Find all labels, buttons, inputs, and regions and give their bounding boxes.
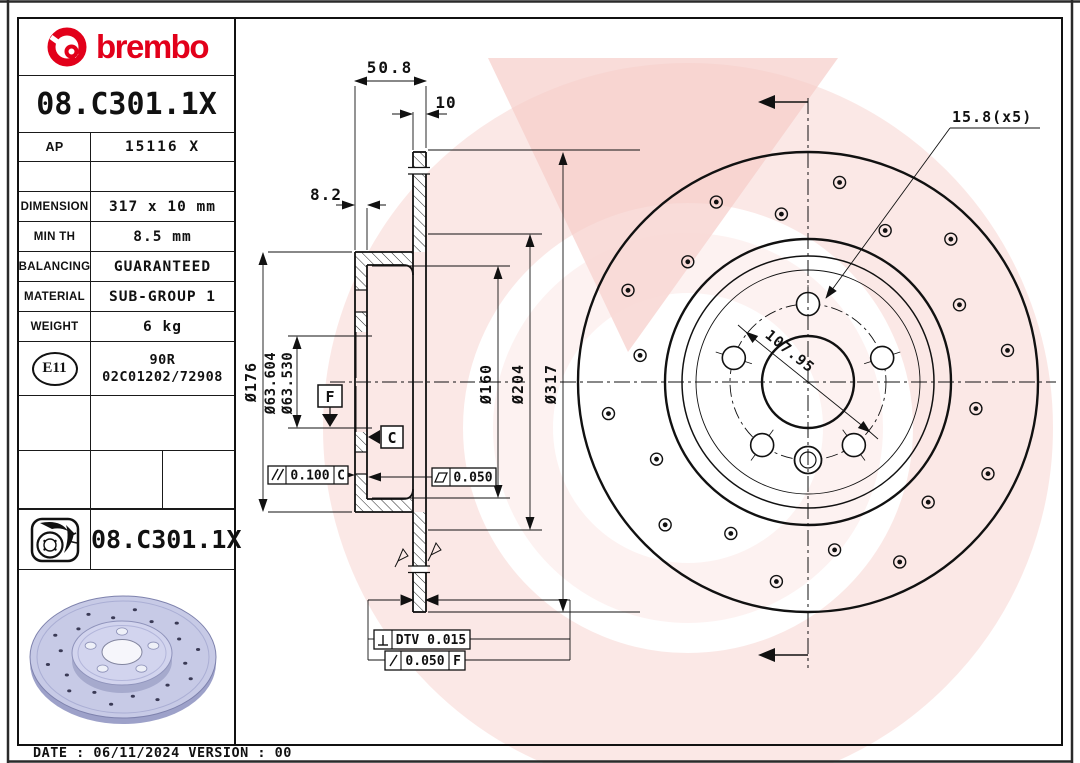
dim-disc-thickness: 10 [435,93,456,112]
dim-d317: Ø317 [542,364,560,405]
section-dimensions [258,76,640,613]
parallelism-icon [271,468,285,481]
material-label: MATERIAL [24,290,85,303]
brand-row: brembo [19,19,234,76]
tol-runout: 0.050 F [384,650,466,671]
svg-text:0.050: 0.050 [405,654,444,669]
svg-text:0.100: 0.100 [290,469,329,484]
date-label: DATE : [33,745,85,761]
svg-text:F: F [325,388,334,406]
drawing-frame [17,17,1063,746]
brake-disc-icon [30,517,79,562]
balancing-row: BALANCING GUARANTEED [19,252,234,282]
dim-d204: Ø204 [509,364,527,405]
tol-flatness: 0.050 [368,467,497,487]
dim-d63b: Ø63.530 [280,352,296,416]
dim-drill-holes: 15.8(x5) [952,108,1032,126]
empty-row-1 [19,162,234,192]
ap-value: 15116 X [124,139,201,155]
photo-bolt-holes [84,627,160,673]
svg-text:F: F [453,654,461,669]
bolt-holes [715,285,901,461]
runout-icon [389,654,398,667]
footer-part-number: 08.C301.1X [91,525,242,554]
section-arrow-bottom [758,648,808,662]
balancing-value: GUARANTEED [113,258,212,275]
material-row: MATERIAL SUB-GROUP 1 [19,282,234,312]
weight-row: WEIGHT 6 kg [19,312,234,342]
dimension-row: DIMENSION 317 x 10 mm [19,192,234,222]
version-label: VERSION : [188,745,266,761]
dimension-value: 317 x 10 mm [108,198,217,215]
part-number-row: 08.C301.1X [19,76,234,133]
weight-value: 6 kg [143,318,182,335]
min-th-value: 8.5 mm [133,228,192,245]
ap-label: AP [45,140,64,154]
brand-wordmark: brembo [95,28,210,65]
drill-holes [601,175,1015,589]
svg-text:C: C [337,469,345,484]
e11-mark: E11 [31,351,78,386]
flatness-icon [433,472,449,483]
brembo-logo-icon [47,27,87,67]
tol-dtv: DTV 0.015 [373,629,471,650]
version-value: 00 [274,745,292,761]
product-photo [29,595,217,724]
dimension-label: DIMENSION [20,200,89,213]
svg-text:C: C [387,429,396,447]
dim-hat-thickness: 8.2 [310,185,342,204]
empty-row-2 [19,396,234,451]
radius-flags [394,541,442,568]
dim-d63a: Ø63.604 [263,352,279,416]
tol-bracket [367,594,571,661]
dim-d160: Ø160 [477,364,495,405]
section-dimension-texts: 50.8 10 8.2 Ø176 Ø63.604 Ø63.530 Ø160 Ø2… [242,58,560,415]
datum-f: F [317,384,343,427]
min-th-label: MIN TH [33,230,76,243]
footer-part-row: 08.C301.1X [19,509,242,570]
tol-parallelism: 0.100 C [267,465,355,485]
cross-section-view [330,151,525,613]
front-view: 107.95 15.8(x5) [560,95,1056,668]
homologation-row: E11 90R 02C01202/72908 [19,342,234,396]
date-value: 06/11/2024 [93,745,180,761]
data-panel: brembo 08.C301.1X AP 15116 X DIMENSION 3… [19,19,242,744]
balancing-label: BALANCING [18,260,91,273]
homologation-line2: 02C01202/72908 [102,368,223,385]
weight-label: WEIGHT [30,320,79,333]
dtv-icon [378,635,388,646]
date-version-line: DATE : 06/11/2024 VERSION : 00 [33,745,292,761]
empty-row-3 [19,451,234,509]
drill-hole-callout: 15.8(x5) [825,108,1040,299]
svg-text:0.050: 0.050 [453,471,492,486]
min-th-row: MIN TH 8.5 mm [19,222,234,252]
homologation-line1: 90R [149,351,176,368]
material-value: SUB-GROUP 1 [108,288,217,305]
svg-text:DTV 0.015: DTV 0.015 [396,633,466,648]
ap-row: AP 15116 X [19,133,234,162]
product-photo-cell [19,570,234,744]
dim-overall-width: 50.8 [367,58,414,77]
dim-d176: Ø176 [242,362,260,403]
datum-c: C [368,425,404,449]
photo-drill-holes [45,608,201,706]
part-number: 08.C301.1X [36,86,217,122]
section-arrow-top [758,95,808,109]
